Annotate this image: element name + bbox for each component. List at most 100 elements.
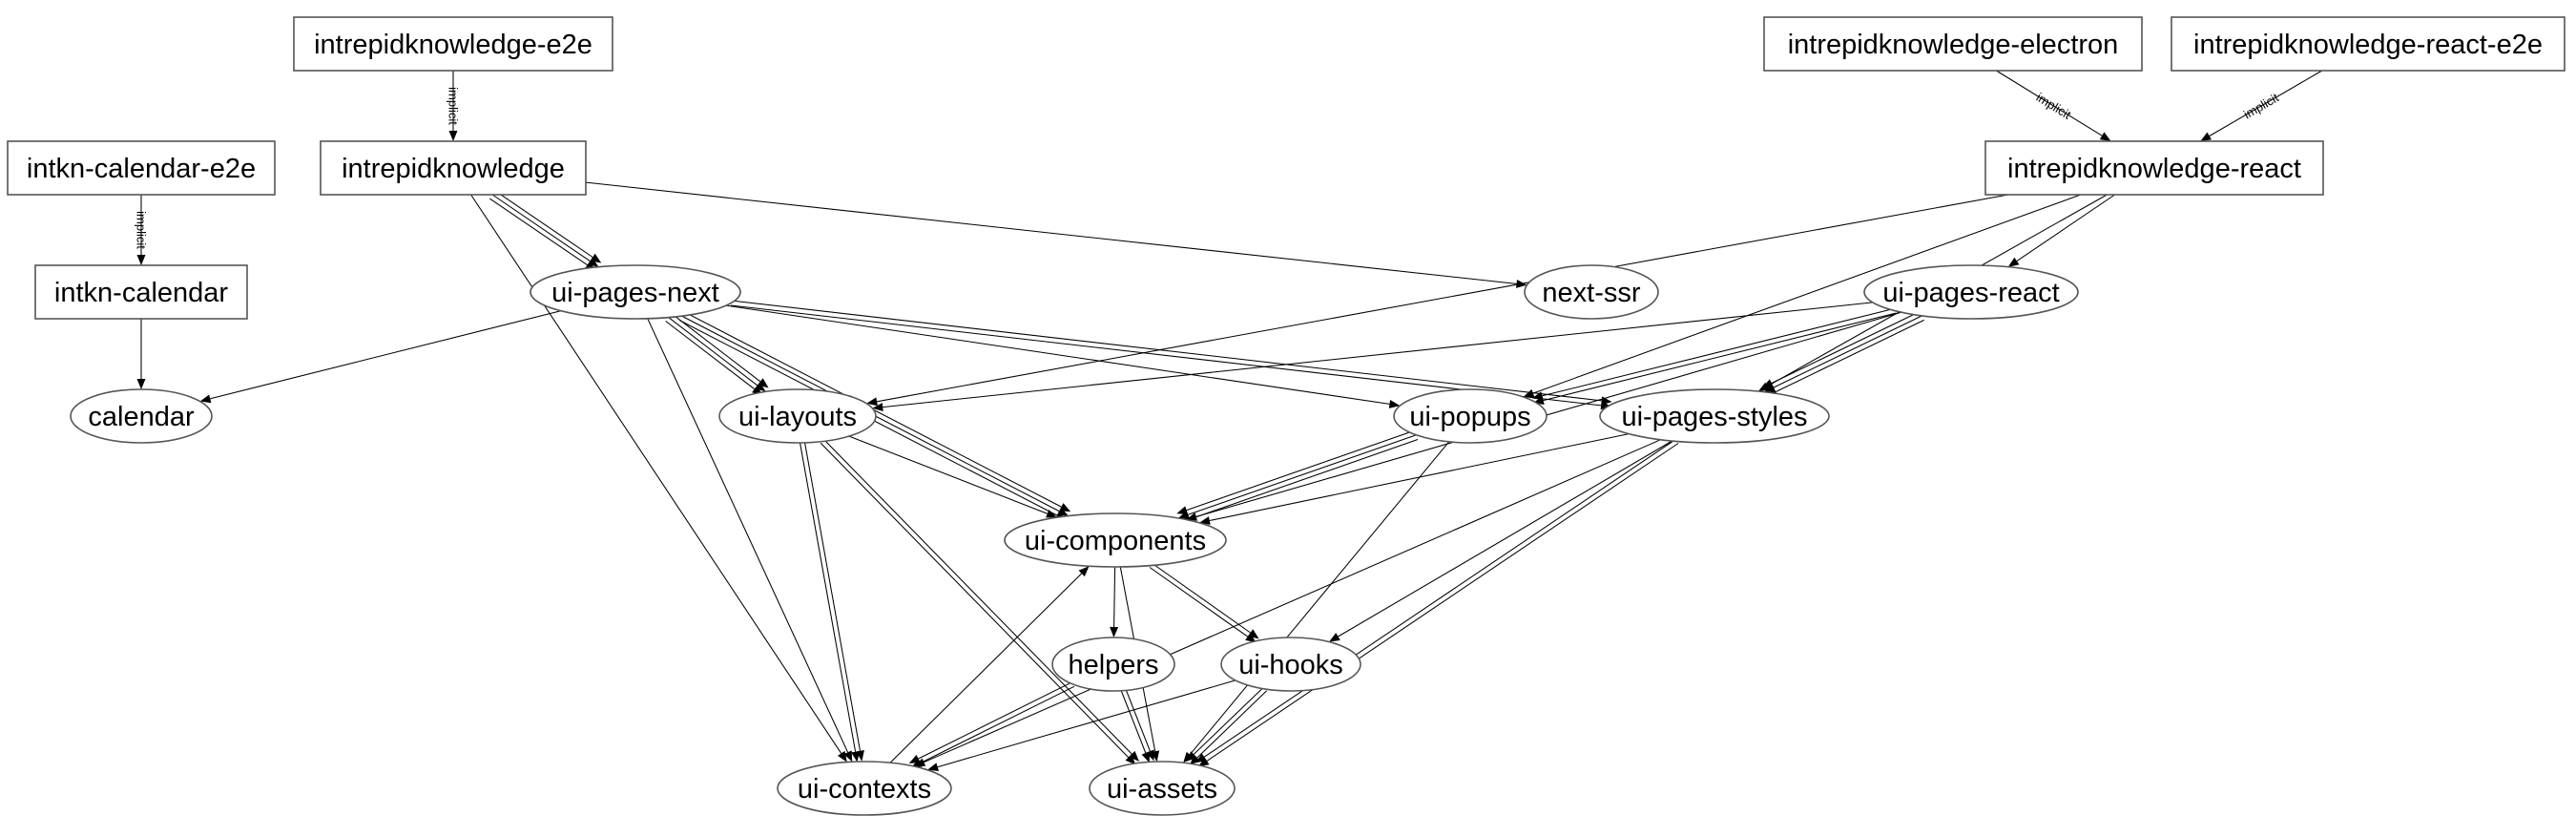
arrowhead-icon (866, 397, 878, 407)
node-intkn-calendar-e2e: intkn-calendar-e2e (7, 140, 276, 196)
edge-line (2016, 194, 2115, 262)
edge-line (2209, 70, 2323, 136)
edge-helpers-to-ui-assets (1121, 691, 1150, 763)
node-label: next-ssr (1542, 278, 1640, 308)
edge-ui-components-to-ui-hooks (1152, 563, 1259, 639)
node-intrepidknowledge-react: intrepidknowledge-react (1984, 140, 2324, 196)
edge-line (494, 190, 593, 258)
edge-ui-pages-react-to-ui-pages-styles (1764, 315, 1922, 392)
node-ellipse (1524, 264, 1659, 320)
arrowhead-icon (136, 379, 146, 389)
edge-line (889, 573, 1083, 763)
edge-line (1996, 70, 2103, 136)
node-box (293, 16, 613, 72)
edge-line (803, 442, 862, 751)
edge-ui-pages-styles-to-ui-hooks (1329, 440, 1672, 642)
arrowhead-icon (1762, 379, 1774, 388)
arrowhead-icon (1189, 754, 1200, 765)
edge-line (731, 300, 1602, 402)
edge-ui-popups-to-ui-assets (1183, 441, 1450, 763)
arrowhead-icon (1110, 626, 1119, 637)
arrowhead-icon (927, 763, 939, 771)
edge-ui-popups-to-ui-components (1179, 439, 1419, 524)
node-label: helpers (1068, 650, 1158, 680)
edge-line (918, 681, 1072, 760)
edge-ui-layouts-to-ui-assets (820, 442, 1136, 765)
edge-ui-contexts-to-ui-components (889, 566, 1090, 763)
edge-line (1776, 319, 1924, 392)
edge-line (725, 304, 1390, 405)
edge-line (671, 313, 761, 383)
edge-label: implicit (447, 87, 461, 125)
edge-ui-layouts-to-ui-components (848, 435, 1057, 518)
edge-line (1188, 434, 1417, 515)
node-label: ui-pages-next (551, 278, 719, 308)
edge-intkn-calendar-e2e-to-intkn-calendar: implicit (135, 195, 149, 265)
edge-label: implicit (2034, 90, 2074, 122)
arrowhead-icon (872, 403, 883, 411)
node-label: intkn-calendar (54, 278, 228, 308)
arrowhead-icon (1523, 388, 1535, 398)
edge-line (937, 679, 1236, 768)
node-ui-pages-styles: ui-pages-styles (1599, 388, 1830, 444)
node-ellipse (1863, 264, 2079, 320)
arrowhead-icon (1531, 391, 1544, 401)
node-ui-hooks: ui-hooks (1220, 637, 1361, 692)
edge-line (489, 198, 588, 266)
arrowhead-icon (1329, 633, 1340, 642)
arrowhead-icon (2007, 257, 2020, 267)
edge-line (848, 435, 1048, 514)
node-ui-popups: ui-popups (1393, 388, 1548, 444)
node-box (7, 140, 276, 196)
node-ellipse (1599, 388, 1830, 444)
node-box (320, 140, 587, 196)
edge-line (1771, 310, 1921, 384)
node-calendar: calendar (70, 388, 213, 444)
edge-line (1193, 686, 1264, 755)
edge-ui-components-to-helpers (1110, 566, 1119, 637)
node-ellipse (1089, 761, 1236, 816)
node-intrepidknowledge-react-e2e: intrepidknowledge-react-e2e (2171, 16, 2566, 72)
node-label: intkn-calendar-e2e (27, 154, 256, 184)
edge-helpers-to-ui-contexts (910, 685, 1075, 768)
edge-line (1532, 194, 2081, 394)
node-label: ui-layouts (738, 402, 857, 432)
edge-line (1209, 433, 1630, 522)
node-helpers: helpers (1051, 637, 1175, 692)
edge-line (647, 318, 849, 753)
node-label: ui-assets (1107, 774, 1217, 805)
edge-intrepidknowledge-to-ui-pages-next (494, 190, 602, 263)
arrowhead-icon (838, 750, 847, 763)
edge-line (820, 442, 1130, 758)
arrowhead-icon (1176, 506, 1189, 514)
arrowhead-icon (2200, 132, 2212, 141)
arrowhead-icon (1197, 757, 1210, 767)
node-label: ui-components (1025, 526, 1206, 556)
edge-ui-hooks-to-ui-contexts (927, 679, 1236, 771)
node-ellipse (70, 388, 213, 444)
edge-ui-popups-to-ui-components (1176, 429, 1415, 514)
node-ellipse (718, 388, 877, 444)
edge-line (1152, 563, 1251, 634)
edge-intrepidknowledge-e2e-to-intrepidknowledge: implicit (447, 71, 461, 141)
edge-ui-pages-react-to-ui-pages-styles (1766, 319, 1924, 397)
edge-line (585, 181, 1517, 284)
edge-intrepidknowledge-electron-to-intrepidknowledge-react: implicit (1996, 70, 2111, 141)
edge-line (883, 302, 1873, 408)
arrowhead-icon (1129, 750, 1139, 762)
edge-ui-pages-styles-to-ui-components (1199, 433, 1630, 525)
node-intrepidknowledge-electron: intrepidknowledge-electron (1763, 16, 2143, 72)
edge-line (210, 310, 561, 400)
node-label: ui-hooks (1238, 650, 1343, 680)
arrowhead-icon (199, 394, 212, 404)
node-ui-components: ui-components (1004, 512, 1227, 568)
node-label: ui-pages-react (1882, 278, 2059, 308)
edge-ui-hooks-to-ui-assets (1186, 686, 1264, 762)
node-ui-contexts: ui-contexts (777, 761, 952, 816)
edge-line (877, 194, 2008, 403)
edge-ui-pages-react-to-ui-layouts (872, 302, 1873, 411)
edge-intrepidknowledge-react-e2e-to-intrepidknowledge-react: implicit (2200, 70, 2323, 141)
node-ellipse (530, 264, 741, 320)
node-intrepidknowledge-e2e: intrepidknowledge-e2e (293, 16, 613, 72)
